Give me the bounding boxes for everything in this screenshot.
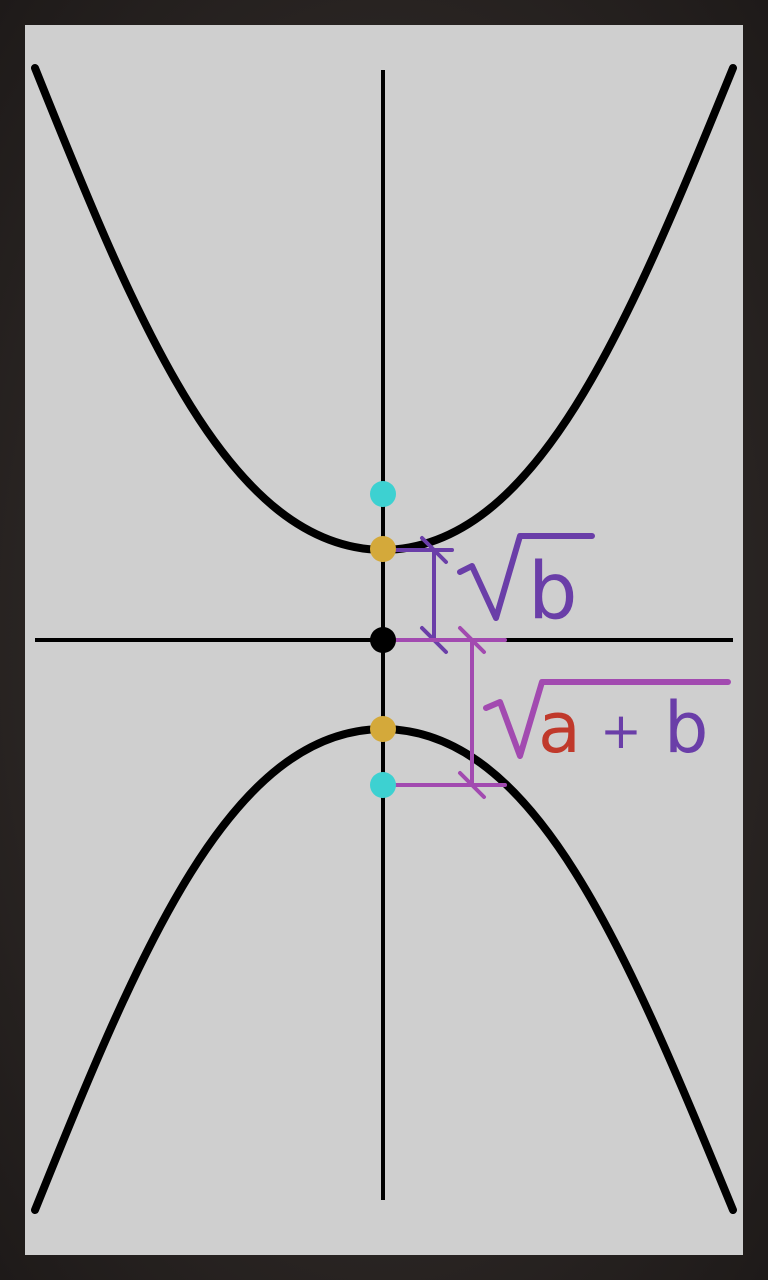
sqrt-b-label: b: [528, 547, 578, 637]
sqrt-b-radical-icon: [457, 533, 595, 621]
sqrt-ab-b-label: b: [664, 687, 708, 769]
sqrt-ab-bracket: [394, 626, 507, 799]
sqrt-ab-a-label: a: [538, 687, 581, 769]
sqrt-ab-radical-icon: [483, 679, 731, 759]
lower-vertex-point: [370, 716, 396, 742]
lower-focus-point: [370, 772, 396, 798]
upper-vertex-point: [370, 536, 396, 562]
sqrt-ab-plus-label: +: [600, 702, 642, 760]
center-point: [370, 627, 396, 653]
sqrt-b-bracket: [394, 536, 454, 654]
upper-focus-point: [370, 481, 396, 507]
